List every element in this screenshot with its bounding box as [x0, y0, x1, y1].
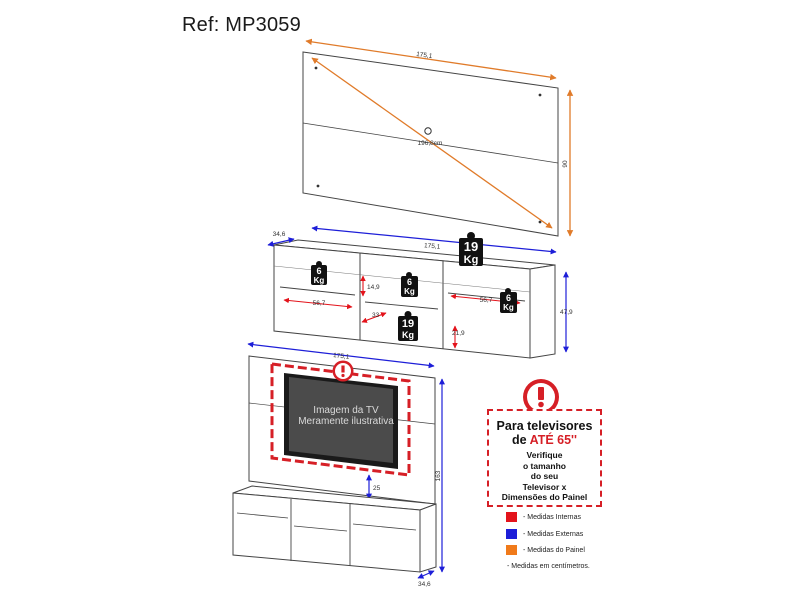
panel-diagonal-arrow: [311, 57, 553, 229]
warning-sub4: Televisor x: [522, 481, 567, 492]
legend-note: - Medidas em centímetros.: [507, 563, 590, 570]
legend-swatch-external: [506, 529, 517, 539]
weight-tag-left: 6 Kg: [311, 261, 327, 285]
panel-drawing: 175,1 90 196,8cm: [302, 38, 574, 237]
gap-label: 25: [373, 485, 381, 492]
assembly-width-arrow: [247, 341, 435, 369]
alert-icon-tv: [332, 360, 354, 382]
svg-text:6: 6: [407, 277, 412, 287]
warning-instructions: Verifique o tamanho do seu Televisor x D…: [489, 450, 600, 503]
rack-width-arrow: [311, 225, 557, 255]
rack-depth-arrow: [267, 237, 295, 247]
weight-tag-mid: 6 Kg: [401, 272, 418, 297]
warning-line2: de ATÉ 65'': [489, 433, 600, 447]
warning-max-size: ATÉ 65'': [529, 433, 577, 447]
rack-side: [529, 264, 556, 359]
svg-text:19: 19: [464, 239, 478, 254]
svg-text:Kg: Kg: [314, 276, 325, 285]
svg-text:Kg: Kg: [404, 287, 415, 296]
weight-tag-top: 19 Kg: [459, 232, 483, 266]
assembly-drawing: 175,1 163 25 34,6: [232, 341, 445, 588]
warning-headline: Para televisores de ATÉ 65'': [489, 419, 600, 447]
svg-text:Kg: Kg: [464, 254, 479, 266]
legend-label-panel: - Medidas do Painel: [523, 546, 585, 554]
weight-tag-center: 19 Kg: [398, 311, 418, 341]
assembly-depth-arrow: [417, 570, 435, 579]
warning-line2-prefix: de: [511, 433, 530, 447]
panel-width-label: 175,1: [416, 51, 433, 60]
reference-title: Ref: MP3059: [182, 14, 301, 36]
legend-label-internal: - Medidas Internas: [523, 513, 581, 521]
svg-text:19: 19: [402, 318, 414, 330]
warning-sub1: Verifique: [526, 450, 563, 460]
legend-swatch-panel: [506, 545, 517, 555]
assembly-height-label: 163: [435, 470, 442, 481]
niche-right-width-label: 56,7: [480, 297, 493, 304]
lower-height-label: 21,9: [452, 330, 465, 337]
tv-caption-line1: Imagem da TV: [313, 405, 379, 416]
tv-size-warning: Para televisores de ATÉ 65'' Verifique o…: [487, 409, 602, 507]
assembly-rack-side: [419, 503, 437, 573]
warning-alert-icon: [523, 379, 559, 415]
warning-sub2: o tamanho: [523, 460, 566, 471]
legend-swatch-internal: [506, 512, 517, 522]
legend-item-internal: - Medidas Internas: [506, 511, 581, 523]
panel-screw: [316, 184, 320, 188]
assembly-depth-label: 34,6: [418, 581, 431, 588]
panel-screw: [538, 93, 542, 97]
panel-screw: [314, 66, 318, 70]
svg-text:6: 6: [316, 266, 321, 276]
legend-item-panel: - Medidas do Painel: [506, 544, 585, 556]
panel-screw: [538, 220, 542, 224]
panel-height-label: 90: [562, 160, 569, 168]
rack-height-label: 47,9: [560, 309, 573, 316]
svg-text:6: 6: [506, 293, 511, 303]
warning-line1: Para televisores: [496, 419, 593, 433]
panel-diagonal-label: 196,8cm: [418, 140, 443, 147]
panel-cable-hole: [424, 127, 432, 135]
center-width-label: 33: [372, 312, 380, 319]
legend-label-external: - Medidas Externas: [523, 530, 584, 538]
rack-drawing: 175,1 34,6 47,9 56,7 56,7 14,9 33 21,9 1…: [267, 225, 573, 359]
assembly-width-label: 175,1: [333, 352, 350, 361]
warning-sub3: do seu: [530, 471, 559, 481]
svg-text:Kg: Kg: [402, 330, 414, 340]
svg-text:Kg: Kg: [503, 303, 514, 312]
tv-caption-line2: Meramente ilustrativa: [298, 416, 394, 427]
niche-mid-height-label: 14,9: [367, 284, 380, 291]
niche-left-width-label: 56,7: [313, 300, 326, 307]
rack-depth-label: 34,6: [273, 231, 286, 238]
warning-sub5: Dimensões do Painel: [501, 492, 588, 502]
rack-width-label: 175,1: [424, 242, 441, 251]
legend-item-external: - Medidas Externas: [506, 528, 583, 540]
weight-tag-right: 6 Kg: [500, 288, 517, 313]
tv-caption: Imagem da TV Meramente ilustrativa: [287, 405, 405, 427]
tv-max-frame: [270, 362, 411, 477]
